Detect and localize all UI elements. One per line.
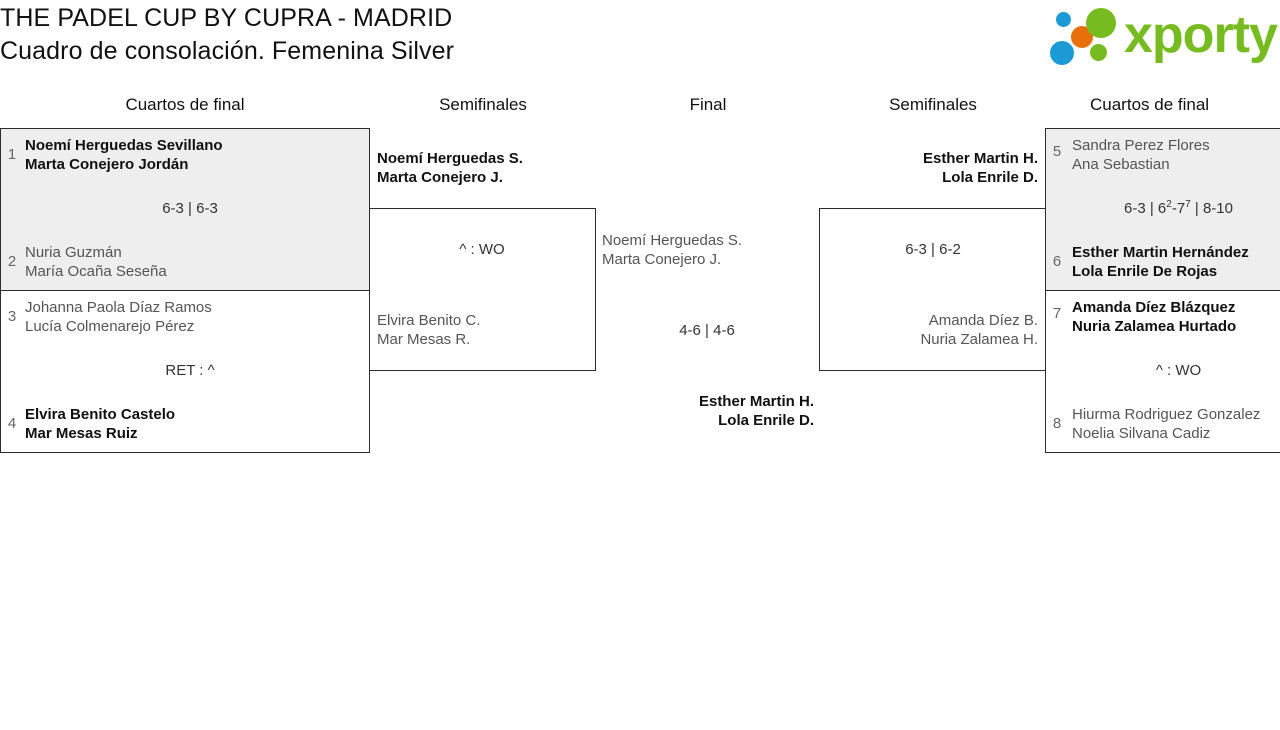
score-part: | 8-10 [1190,200,1233,217]
player-name: María Ocaña Seseña [25,263,167,280]
player-name: Sandra Perez Flores [1072,137,1210,154]
player-name: Lola Enrile D. [942,169,1038,186]
logo-dot-orange [1071,26,1093,48]
page-header: THE PADEL CUP BY CUPRA - MADRID Cuadro d… [0,0,1280,88]
player-name: Noemí Herguedas Sevillano [25,137,223,154]
round-header-qf-left: Cuartos de final [125,95,245,114]
score-part: -7 [1171,200,1186,217]
match-box-sf-left[interactable] [369,208,596,371]
player-name: Lola Enrile De Rojas [1072,263,1218,280]
score-final: 4-6 | 4-6 [679,322,735,339]
logo-dot-green-small [1090,44,1107,61]
player-name: Lucía Colmenarejo Pérez [25,318,195,335]
round-header-qf-right: Cuartos de final [1090,95,1210,114]
player-name: Noelia Silvana Cadiz [1072,425,1211,442]
seed-number-1: 1 [7,146,17,163]
seed-number-8: 8 [1052,415,1062,432]
player-name: Amanda Díez B. [928,312,1038,329]
player-name: Noemí Herguedas S. [602,232,743,249]
score-qf-left-top: 6-3 | 6-3 [162,200,218,217]
match-box-qf-left-bottom[interactable] [0,290,370,453]
score-part: 6-3 | 6 [1124,200,1167,217]
seed-number-3: 3 [7,308,17,325]
player-name: Marta Conejero J. [377,169,503,186]
team-sf-right-winner[interactable]: Esther Martin H. Lola Enrile D. [828,149,1038,187]
team-qf-left-top-loser[interactable]: Nuria Guzmán María Ocaña Seseña [25,243,167,281]
seed-number-4: 4 [7,415,17,432]
player-name: Noemí Herguedas S. [377,150,523,167]
player-name: Esther Martin H. [698,393,814,410]
xporty-logo[interactable]: xporty [1050,4,1280,68]
seed-number-6: 6 [1052,253,1062,270]
player-name: Mar Mesas Ruiz [25,425,138,442]
player-name: Nuria Guzmán [25,244,122,261]
match-box-qf-left-top[interactable] [0,128,370,291]
team-sf-left-winner[interactable]: Noemí Herguedas S. Marta Conejero J. [377,149,523,187]
title-block: THE PADEL CUP BY CUPRA - MADRID Cuadro d… [0,2,454,68]
match-box-qf-right-bottom[interactable] [1045,290,1280,453]
team-qf-left-bottom-loser[interactable]: Johanna Paola Díaz Ramos Lucía Colmenare… [25,298,212,336]
team-qf-right-bottom-loser[interactable]: Hiurma Rodriguez Gonzalez Noelia Silvana… [1072,405,1260,443]
player-name: Marta Conejero Jordán [25,156,189,173]
player-name: Esther Martin H. [922,150,1038,167]
score-qf-left-bottom: RET : ^ [165,362,215,379]
player-name: Esther Martin Hernández [1072,244,1249,261]
logo-wordmark: xporty [1124,6,1278,64]
round-header-final: Final [689,95,727,114]
score-sf-left: ^ : WO [459,241,505,258]
seed-number-5: 5 [1052,143,1062,160]
score-qf-right-top: 6-3 | 62-77 | 8-10 [1072,199,1280,218]
player-name: Johanna Paola Díaz Ramos [25,299,212,316]
logo-dot-green-large [1086,8,1116,38]
team-sf-left-loser[interactable]: Elvira Benito C. Mar Mesas R. [377,311,480,349]
tournament-title: THE PADEL CUP BY CUPRA - MADRID [0,4,453,32]
player-name: Mar Mesas R. [377,331,471,348]
player-name: Lola Enrile D. [718,412,814,429]
score-tiebreak: 7 [1185,199,1191,210]
player-name: Elvira Benito Castelo [25,406,176,423]
round-header-sf-right: Semifinales [889,95,977,114]
player-name: Hiurma Rodriguez Gonzalez [1072,406,1261,423]
player-name: Nuria Zalamea H. [920,331,1038,348]
player-name: Marta Conejero J. [602,251,722,268]
team-qf-left-bottom-winner[interactable]: Elvira Benito Castelo Mar Mesas Ruiz [25,405,175,443]
score-qf-right-bottom: ^ : WO [1155,362,1202,379]
match-box-qf-right-top[interactable] [1045,128,1280,291]
round-header-sf-left: Semifinales [439,95,527,114]
team-qf-left-top-winner[interactable]: Noemí Herguedas Sevillano Marta Conejero… [25,136,223,174]
player-name: Ana Sebastian [1072,156,1170,173]
team-final-runnerup[interactable]: Noemí Herguedas S. Marta Conejero J. [602,231,742,269]
team-final-champion[interactable]: Esther Martin H. Lola Enrile D. [564,392,814,430]
player-name: Amanda Díez Blázquez [1072,299,1236,316]
player-name: Elvira Benito C. [377,312,481,329]
logo-dot-blue-large [1050,41,1074,65]
team-qf-right-bottom-winner[interactable]: Amanda Díez Blázquez Nuria Zalamea Hurta… [1072,298,1236,336]
team-qf-right-top-loser[interactable]: Sandra Perez Flores Ana Sebastian [1072,136,1210,174]
seed-number-7: 7 [1052,305,1062,322]
seed-number-2: 2 [7,253,17,270]
team-qf-right-top-winner[interactable]: Esther Martin Hernández Lola Enrile De R… [1072,243,1249,281]
player-name: Nuria Zalamea Hurtado [1072,318,1237,335]
logo-dot-blue-small [1056,12,1071,27]
team-sf-right-loser[interactable]: Amanda Díez B. Nuria Zalamea H. [828,311,1038,349]
bracket-subtitle: Cuadro de consolación. Femenina Silver [0,37,455,65]
match-box-sf-right[interactable] [819,208,1046,371]
score-tiebreak: 2 [1166,199,1172,210]
score-sf-right: 6-3 | 6-2 [905,241,961,258]
logo-dots-icon [1050,8,1126,68]
